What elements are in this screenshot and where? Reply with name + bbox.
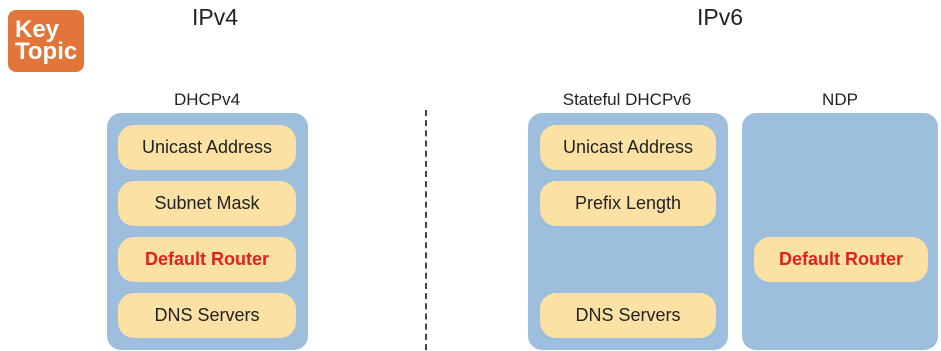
ipv4-heading: IPv4 bbox=[191, 4, 239, 30]
dhcpv4-unicast-address: Unicast Address bbox=[118, 125, 296, 170]
dhcpv6-unicast-address: Unicast Address bbox=[540, 125, 716, 170]
ipv4-ipv6-divider bbox=[425, 110, 427, 350]
dhcpv4-subnet-mask: Subnet Mask bbox=[118, 181, 296, 226]
dhcpv4-default-router: Default Router bbox=[118, 237, 296, 282]
ndp-default-router: Default Router bbox=[754, 237, 928, 282]
dhcpv4-dns-servers: DNS Servers bbox=[118, 293, 296, 338]
key-topic-badge: Key Topic bbox=[8, 10, 84, 72]
ipv6-heading: IPv6 bbox=[696, 4, 744, 30]
badge-line-2: Topic bbox=[15, 38, 78, 65]
badge-line-1: Key bbox=[15, 16, 60, 43]
dhcpv6-prefix-length: Prefix Length bbox=[540, 181, 716, 226]
ndp-label: NDP bbox=[822, 90, 858, 109]
ndp-panel bbox=[742, 113, 938, 350]
dhcpv4-label: DHCPv4 bbox=[173, 90, 241, 109]
stateful-dhcpv6-label: Stateful DHCPv6 bbox=[562, 90, 692, 109]
dhcpv6-dns-servers: DNS Servers bbox=[540, 293, 716, 338]
